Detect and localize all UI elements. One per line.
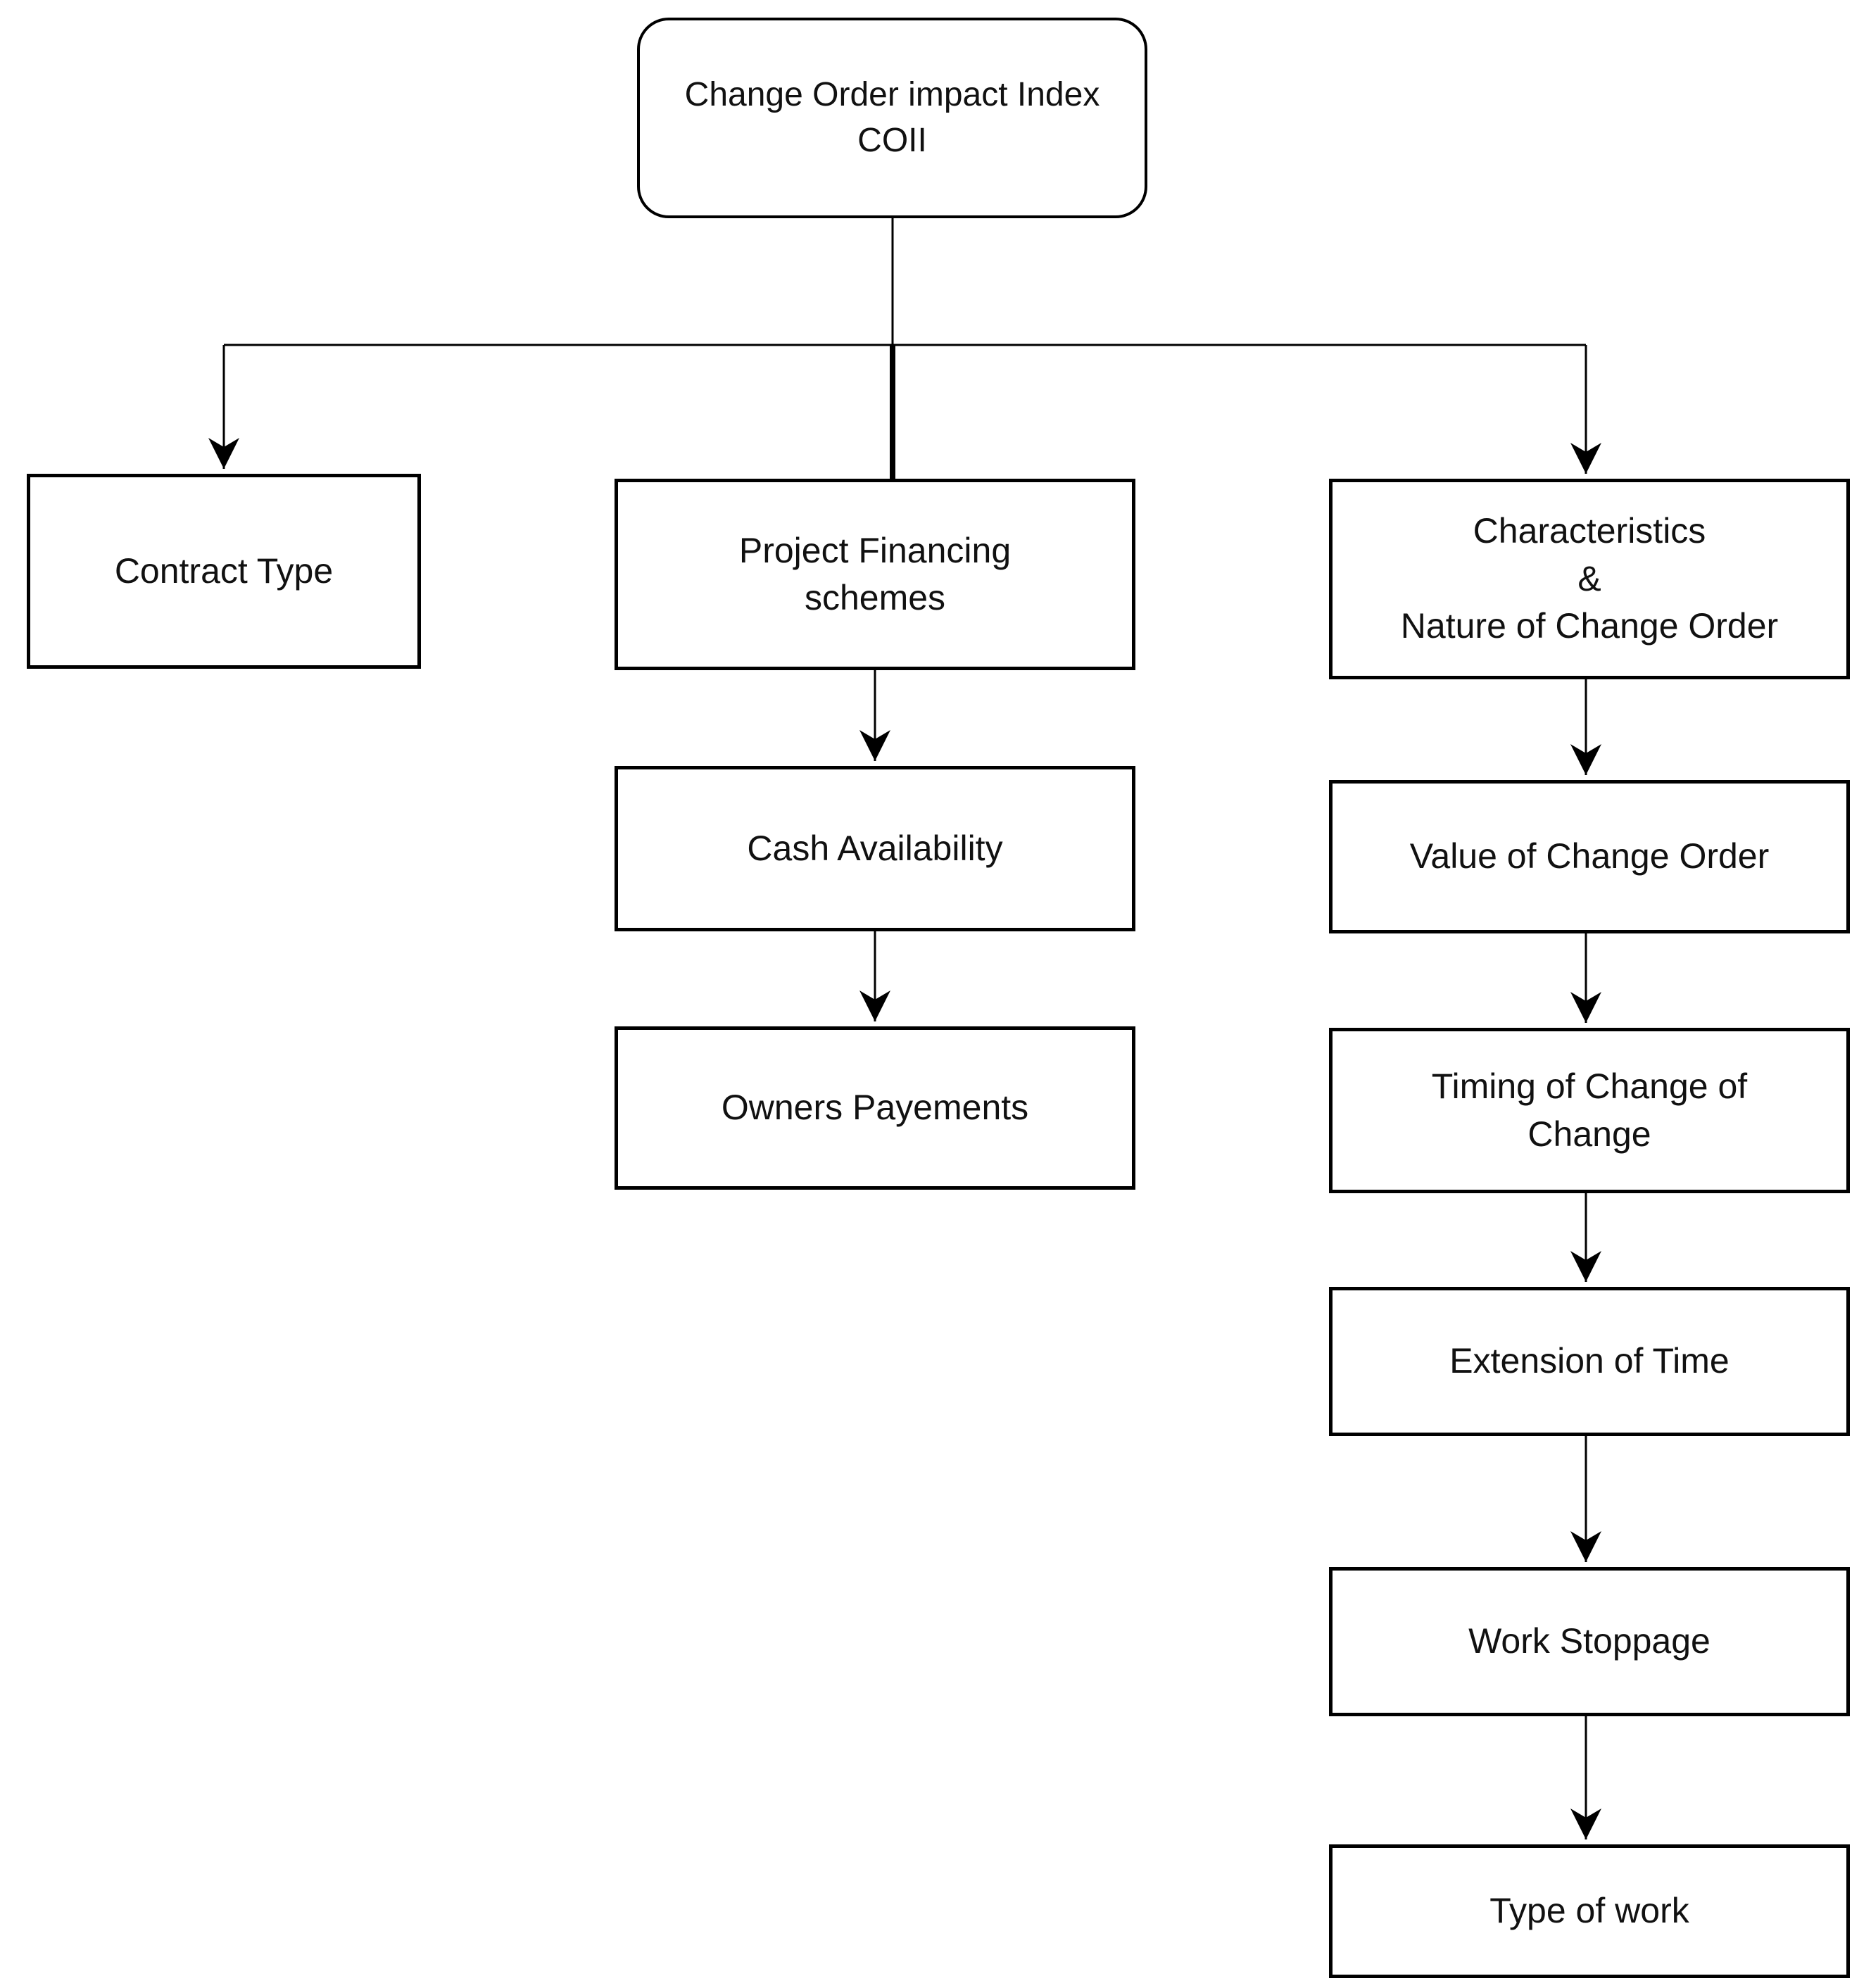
node-contract-type: Contract Type: [27, 474, 421, 669]
node-change-order-impact-index: Change Order impact Index COII: [637, 18, 1147, 218]
node-project-financing-schemes: Project Financing schemes: [615, 479, 1135, 670]
node-work-stoppage: Work Stoppage: [1329, 1567, 1850, 1716]
node-value-of-change-order: Value of Change Order: [1329, 780, 1850, 933]
node-type-of-work: Type of work: [1329, 1844, 1850, 1978]
node-cash-availability: Cash Availability: [615, 766, 1135, 931]
node-owners-payements: Owners Payements: [615, 1026, 1135, 1190]
node-extension-of-time: Extension of Time: [1329, 1287, 1850, 1436]
node-timing-of-change-of-change: Timing of Change of Change: [1329, 1028, 1850, 1193]
node-characteristics-nature-of-change-order: Characteristics & Nature of Change Order: [1329, 479, 1850, 679]
